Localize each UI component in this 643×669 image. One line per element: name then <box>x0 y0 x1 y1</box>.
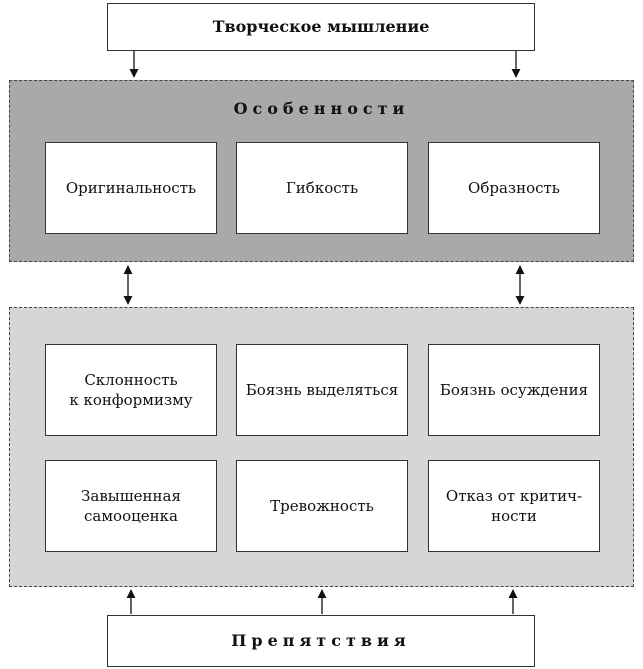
obstacle-box-conformism: Склонность к конформизму <box>45 344 217 436</box>
obstacle-label: Боязнь выделяться <box>245 380 399 399</box>
creative-thinking-box: Творческое мышление <box>107 3 535 51</box>
feature-box-flexibility: Гибкость <box>236 142 408 234</box>
obstacle-box-self-esteem: Завышенная самооценка <box>45 460 217 552</box>
obstacle-box-no-criticism: Отказ от критич- ности <box>428 460 600 552</box>
feature-box-imagery: Образность <box>428 142 600 234</box>
feature-box-originality: Оригинальность <box>45 142 217 234</box>
obstacles-label: Препятствия <box>231 631 411 651</box>
obstacle-box-anxiety: Тревожность <box>236 460 408 552</box>
obstacle-label: Склонность к конформизму <box>69 370 193 409</box>
features-title: Особенности <box>233 99 410 118</box>
obstacle-label: Тревожность <box>270 496 374 515</box>
feature-label: Гибкость <box>285 178 359 197</box>
obstacle-box-fear-standing-out: Боязнь выделяться <box>236 344 408 436</box>
obstacle-label: Боязнь осуждения <box>439 380 589 399</box>
obstacle-box-fear-judgment: Боязнь осуждения <box>428 344 600 436</box>
feature-label: Оригинальность <box>65 178 197 197</box>
obstacles-box: Препятствия <box>107 615 535 667</box>
obstacle-label: Завышенная самооценка <box>81 486 181 525</box>
creative-thinking-label: Творческое мышление <box>212 17 430 37</box>
obstacle-label: Отказ от критич- ности <box>445 486 583 525</box>
feature-label: Образность <box>468 178 560 197</box>
